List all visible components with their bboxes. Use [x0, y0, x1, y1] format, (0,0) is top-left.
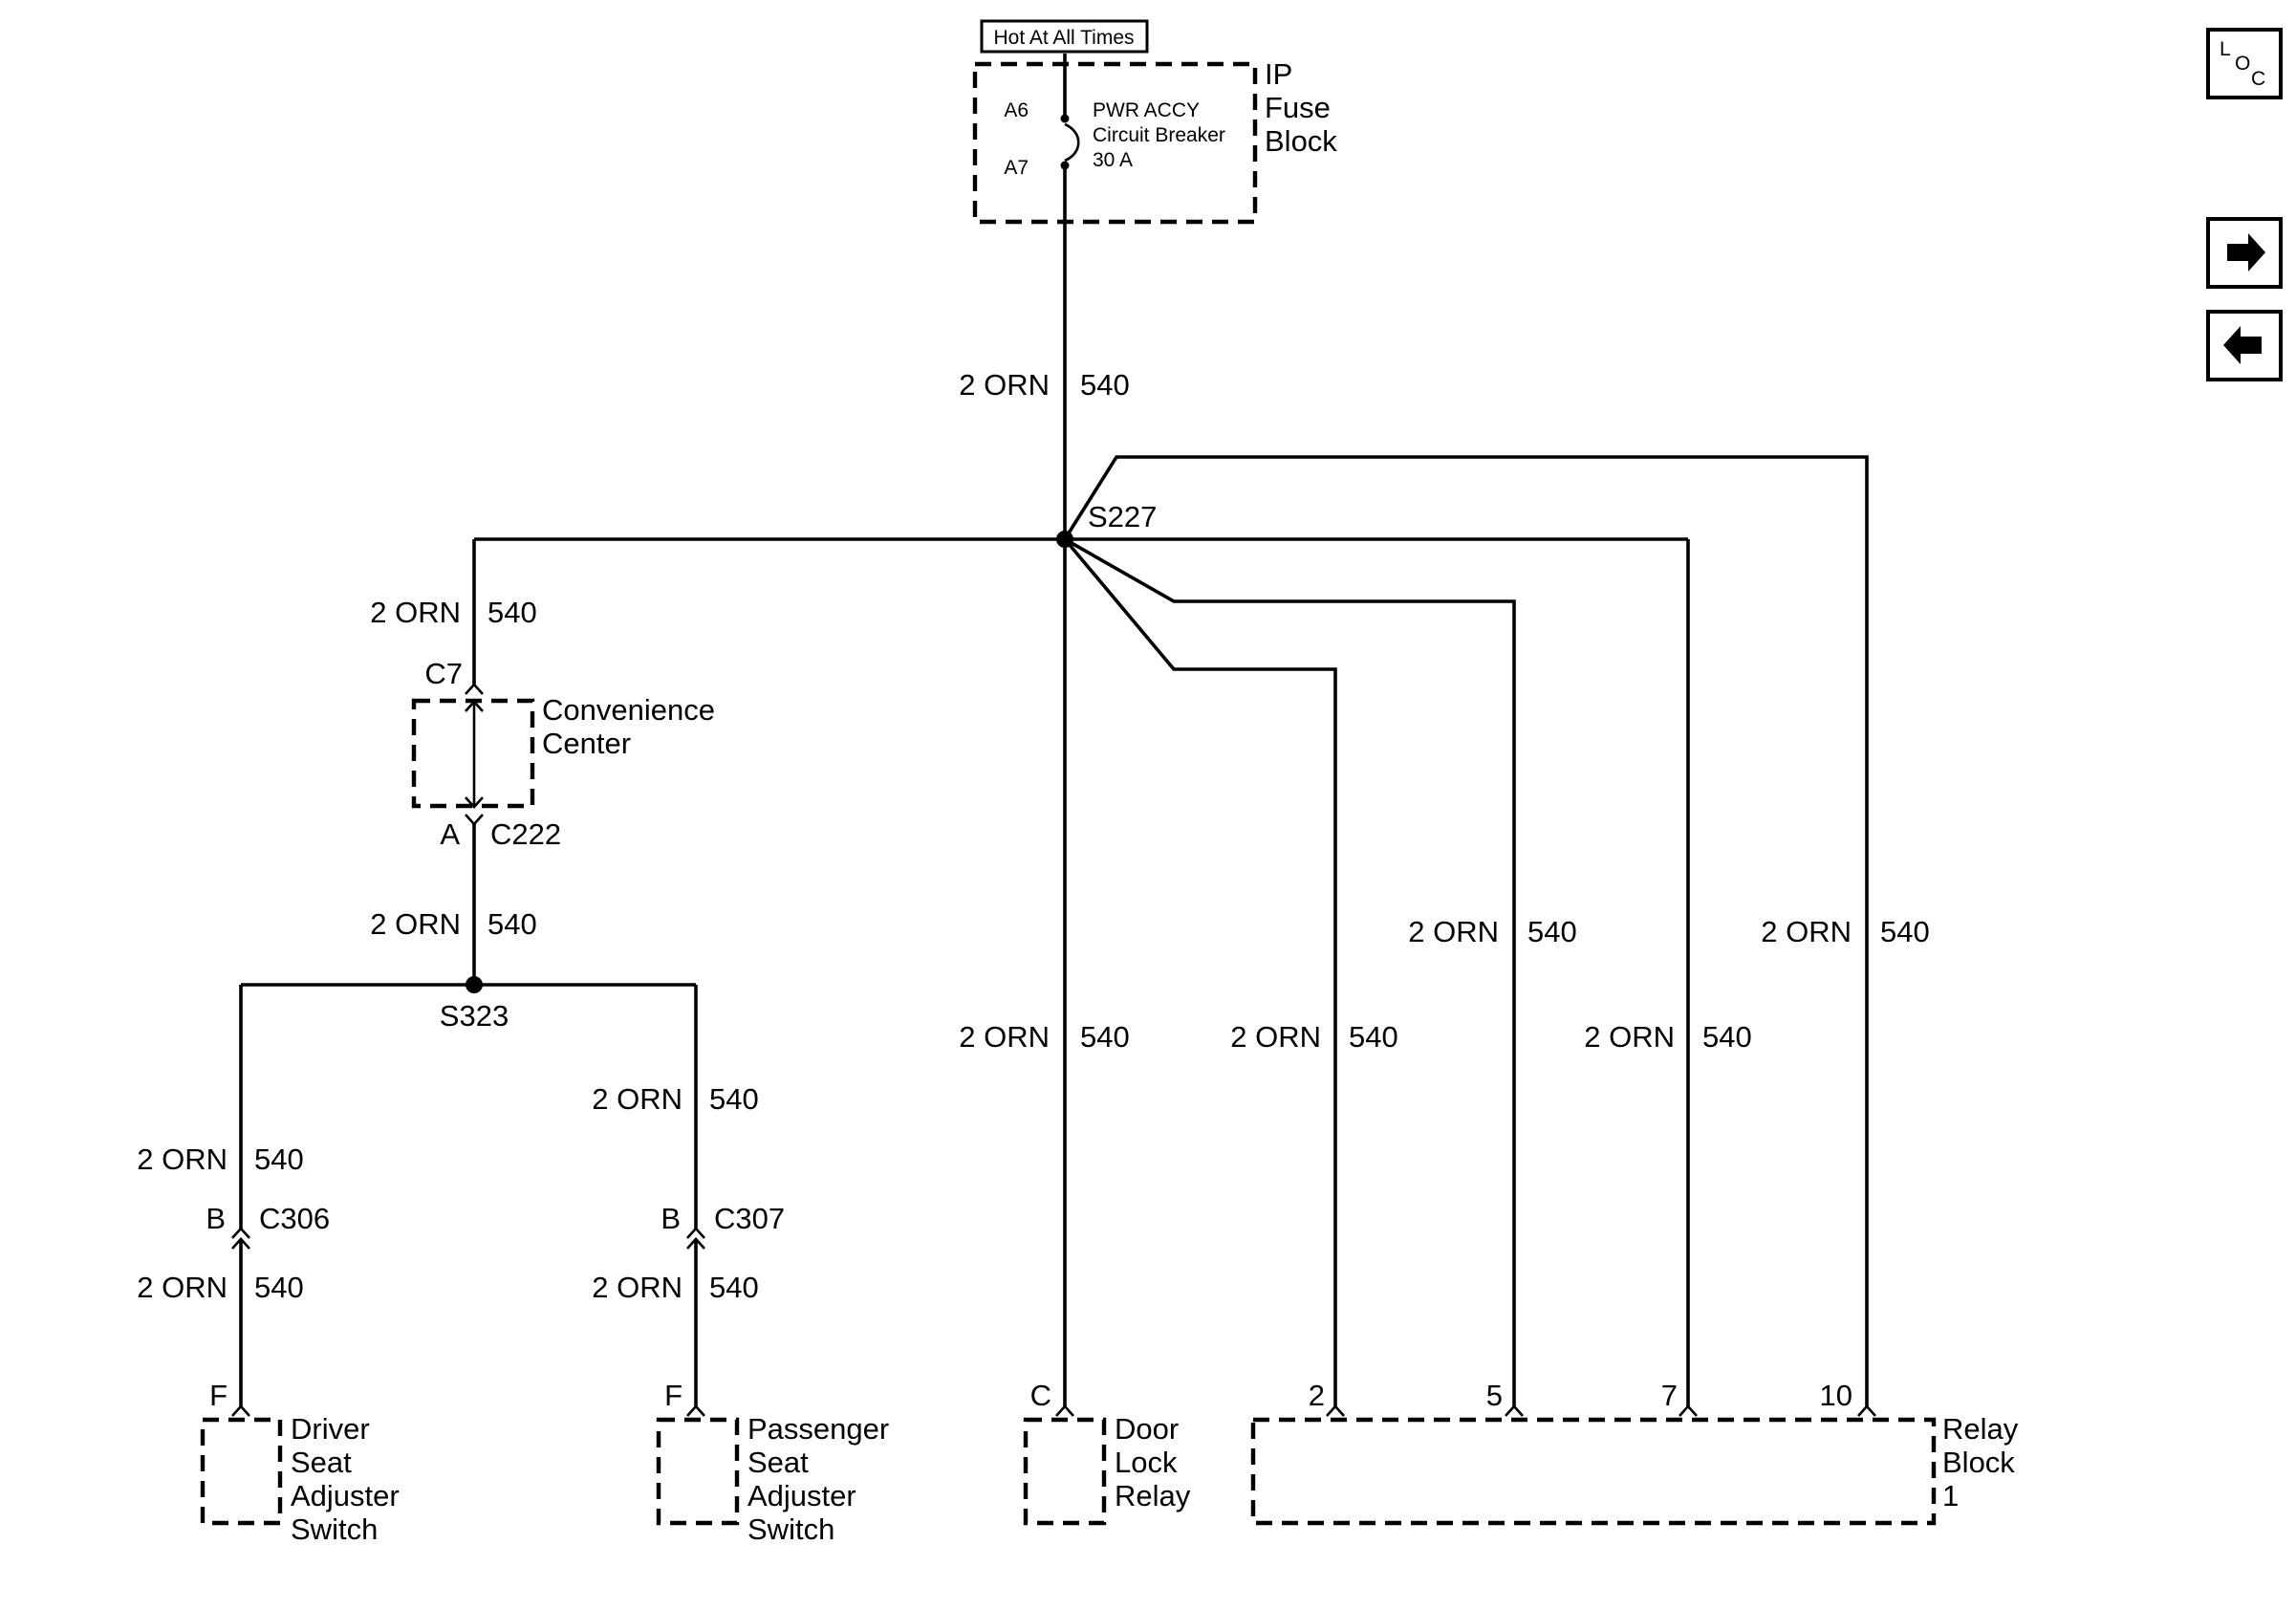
- breaker-label-line: Circuit Breaker: [1093, 124, 1225, 146]
- passenger-seat-label-line: Adjuster: [747, 1479, 856, 1512]
- wire-gauge-label: 2 ORN: [1230, 1020, 1321, 1054]
- door-lock-relay-label-line: Lock: [1115, 1446, 1178, 1479]
- connector-c7-symbol: [465, 683, 484, 695]
- passenger-seat-pin: F: [664, 1379, 682, 1412]
- relay-block-label-line: Block: [1942, 1446, 2015, 1479]
- wire-gauge-label: 2 ORN: [370, 907, 461, 941]
- next-page-button[interactable]: [2206, 217, 2283, 289]
- connector-c222-pin: A: [440, 817, 460, 851]
- connector-c306: B C306: [206, 1202, 330, 1250]
- wire-gauge-label: 2 ORN: [959, 368, 1050, 402]
- splice-s227-label: S227: [1088, 500, 1157, 533]
- driver-seat-label-line: Adjuster: [291, 1479, 400, 1512]
- wires: [239, 54, 1869, 1406]
- wire-gauge-label: 2 ORN: [137, 1142, 227, 1176]
- arrow-right-icon: [2227, 233, 2265, 272]
- connector-c306-label: C306: [259, 1202, 330, 1235]
- driver-seat-label-line: Driver: [291, 1412, 370, 1446]
- wire-circuit-label: 540: [1702, 1020, 1752, 1054]
- splice-s323: [466, 976, 483, 993]
- loc-button[interactable]: L O C: [2206, 28, 2283, 99]
- connector-c222-symbol: [465, 814, 484, 826]
- convenience-center: Convenience Center C7 A C222: [411, 657, 715, 851]
- wire-circuit-label: 540: [709, 1082, 759, 1116]
- wire-circuit-label: 540: [1349, 1020, 1398, 1054]
- relay-block-label-line: 1: [1942, 1479, 1959, 1512]
- breaker-pin-a7: A7: [1004, 157, 1029, 179]
- wire-circuit-label: 540: [1080, 368, 1130, 402]
- wire-labels: 2 ORN 540 2 ORN 540 2 ORN 540 2 ORN 540 …: [137, 368, 1929, 1304]
- wire-circuit-label: 540: [487, 907, 537, 941]
- power-source: Hot At All Times: [980, 19, 1149, 54]
- fuse-block-title-line: IP: [1265, 57, 1292, 91]
- wire-gauge-label: 2 ORN: [1761, 915, 1852, 948]
- door-lock-relay-label-line: Door: [1115, 1412, 1179, 1446]
- fuse-block-title-line: Block: [1265, 124, 1337, 158]
- wire-gauge-label: 2 ORN: [592, 1271, 682, 1304]
- driver-seat-pin: F: [209, 1379, 227, 1412]
- relay-block-pin: 5: [1486, 1379, 1503, 1412]
- wire-gauge-label: 2 ORN: [137, 1271, 227, 1304]
- ip-fuse-block: IP Fuse Block A6 A7 PWR ACCY Circuit Bre…: [972, 57, 1337, 225]
- passenger-seat-label-line: Switch: [747, 1512, 834, 1546]
- svg-text:C: C: [2251, 68, 2265, 90]
- wire-circuit-label: 540: [487, 596, 537, 629]
- relay-block-label-line: Relay: [1942, 1412, 2019, 1446]
- passenger-seat-adjuster-switch: F Passenger Seat Adjuster Switch: [656, 1379, 889, 1546]
- wire-circuit-label: 540: [1080, 1020, 1130, 1054]
- relay-block-pin: 7: [1661, 1379, 1678, 1412]
- splice-s227: [1056, 531, 1073, 548]
- door-lock-relay-label-line: Relay: [1115, 1479, 1191, 1512]
- splice-s323-label: S323: [440, 999, 509, 1033]
- driver-seat-adjuster-switch: F Driver Seat Adjuster Switch: [200, 1379, 400, 1546]
- wire-gauge-label: 2 ORN: [959, 1020, 1050, 1054]
- arrow-left-icon: [2223, 326, 2262, 364]
- wire-circuit-label: 540: [254, 1142, 304, 1176]
- relay-block-pin: 10: [1820, 1379, 1852, 1412]
- door-lock-relay: C Door Lock Relay: [1023, 1379, 1191, 1526]
- previous-page-button[interactable]: [2206, 310, 2283, 381]
- connector-c307: B C307: [661, 1202, 785, 1250]
- connector-c307-pin: B: [661, 1202, 681, 1235]
- breaker-label-line: 30 A: [1093, 149, 1133, 171]
- wire-gauge-label: 2 ORN: [1408, 915, 1499, 948]
- relay-block-1: 2 5 7 10 Relay Block 1: [1250, 1379, 2019, 1526]
- svg-text:O: O: [2235, 53, 2250, 75]
- connector-c7-label: C7: [424, 657, 463, 690]
- relay-block-pin: 2: [1309, 1379, 1325, 1412]
- driver-seat-label-line: Seat: [291, 1446, 352, 1479]
- wire-gauge-label: 2 ORN: [592, 1082, 682, 1116]
- wire-circuit-label: 540: [1880, 915, 1930, 948]
- convenience-center-title-line: Convenience: [542, 693, 715, 727]
- connector-c306-pin: B: [206, 1202, 226, 1235]
- wire-circuit-label: 540: [254, 1271, 304, 1304]
- circuit-breaker-icon: [1064, 122, 1080, 163]
- connector-c307-label: C307: [714, 1202, 785, 1235]
- wire-circuit-label: 540: [1527, 915, 1577, 948]
- hot-at-all-times-label: Hot At All Times: [993, 27, 1134, 49]
- passenger-seat-label-line: Passenger: [747, 1412, 889, 1446]
- connector-c222-label: C222: [490, 817, 561, 851]
- loc-icon: L: [2220, 38, 2231, 60]
- convenience-center-title-line: Center: [542, 727, 631, 760]
- door-lock-relay-pin: C: [1030, 1379, 1051, 1412]
- wire-circuit-label: 540: [709, 1271, 759, 1304]
- breaker-label-line: PWR ACCY: [1093, 99, 1200, 121]
- driver-seat-label-line: Switch: [291, 1512, 378, 1546]
- fuse-block-title-line: Fuse: [1265, 91, 1331, 124]
- breaker-pin-a6: A6: [1004, 99, 1029, 121]
- wire-gauge-label: 2 ORN: [370, 596, 461, 629]
- wire-gauge-label: 2 ORN: [1584, 1020, 1675, 1054]
- passenger-seat-label-line: Seat: [747, 1446, 809, 1479]
